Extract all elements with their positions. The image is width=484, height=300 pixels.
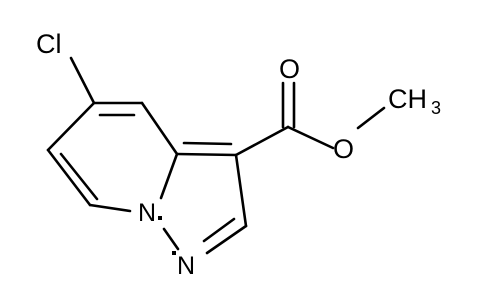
methyl-label: CH [388,84,427,114]
bond-c3a-c4 [140,101,179,156]
bond-c3-carbonyl [234,125,290,157]
bond-c5-c6 [46,101,96,152]
chlorine-label: Cl [36,29,62,59]
bond-c2-n2-outer [205,224,248,255]
bond-c2-n2-inner [202,217,236,243]
bond-n2-n1 [162,227,180,251]
carbonyl-oxygen-label: O [279,54,300,84]
bond-c3a-c3-inner [182,141,233,146]
nitrogen-mark-pyrazole [172,251,176,255]
bond-c3a-c3-outer [175,152,238,157]
bond-c7-n1 [88,203,132,213]
bond-c5-cl [69,56,96,105]
bond-n1-c3a [159,152,179,200]
pyridine-ring [46,101,179,213]
bond-c3-c2 [234,153,248,228]
ester-oxygen-label: O [333,134,354,164]
bond-c6-c7-inner [59,152,99,201]
bond-ester-o-methyl [356,106,386,130]
nitrogen-mark-bridgehead [158,216,162,220]
ester-group [234,81,386,157]
bond-carbonyl-ester-o [286,125,335,150]
pyrazole-ring [162,141,248,255]
bond-c6-c7-outer [46,148,92,207]
methyl-subscript: 3 [431,98,441,118]
bridgehead-nitrogen-label: N [138,199,156,227]
pyrazole-nitrogen-label: N [177,252,195,280]
